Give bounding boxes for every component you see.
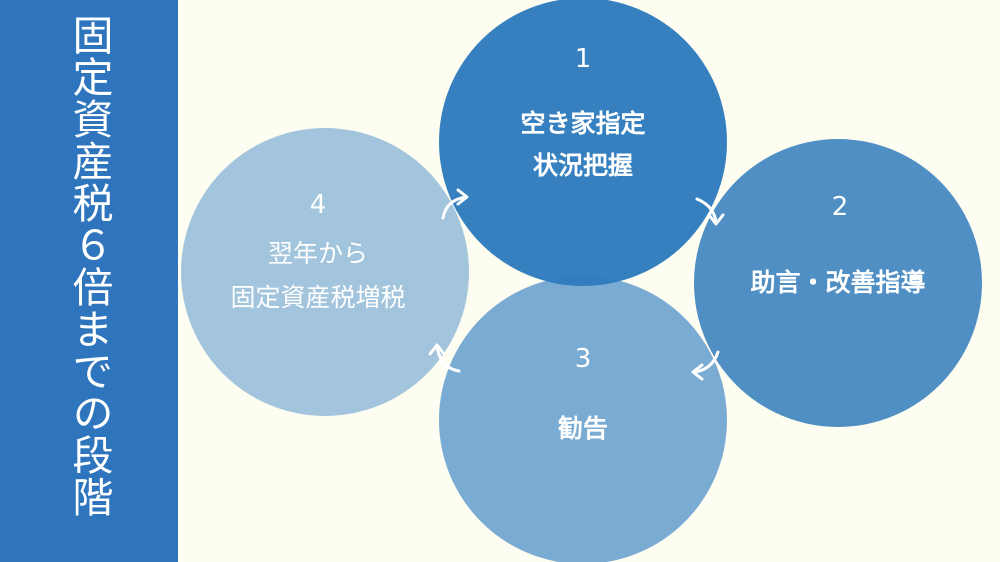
step-2-label: 助言・改善指導 — [750, 268, 925, 297]
arrow-3-to-4 — [428, 343, 461, 373]
step-1-number: 1 — [575, 44, 592, 74]
step-4-label-line2: 固定資産税増税 — [230, 283, 405, 312]
step-1-label-line1: 空き家指定 — [520, 109, 645, 138]
arrow-2-to-3 — [691, 350, 720, 381]
step-2-circle — [694, 139, 982, 427]
step-4-number: 4 — [310, 190, 327, 220]
step-1: 1 空き家指定 状況把握 — [439, 0, 727, 286]
step-1-label-line2: 状況把握 — [533, 151, 633, 180]
step-3-number: 3 — [575, 344, 592, 374]
step-3: 3 勧告 — [439, 276, 727, 562]
arrow-1-to-2 — [695, 197, 725, 226]
step-2-number: 2 — [832, 192, 849, 222]
step-4-circle — [181, 128, 469, 416]
sidebar-title: 固定資産税６倍までの段階 — [65, 14, 113, 518]
step-4-label-line1: 翌年から — [268, 239, 368, 268]
step-3-label: 勧告 — [558, 414, 608, 443]
step-1-circle — [439, 0, 727, 286]
sidebar-panel: 固定資産税６倍までの段階 — [0, 0, 178, 562]
step-3-circle — [439, 276, 727, 562]
arrow-4-to-1 — [441, 188, 469, 220]
step-4: 4 翌年から 固定資産税増税 — [181, 128, 469, 416]
step-2: 2 助言・改善指導 — [694, 139, 982, 427]
